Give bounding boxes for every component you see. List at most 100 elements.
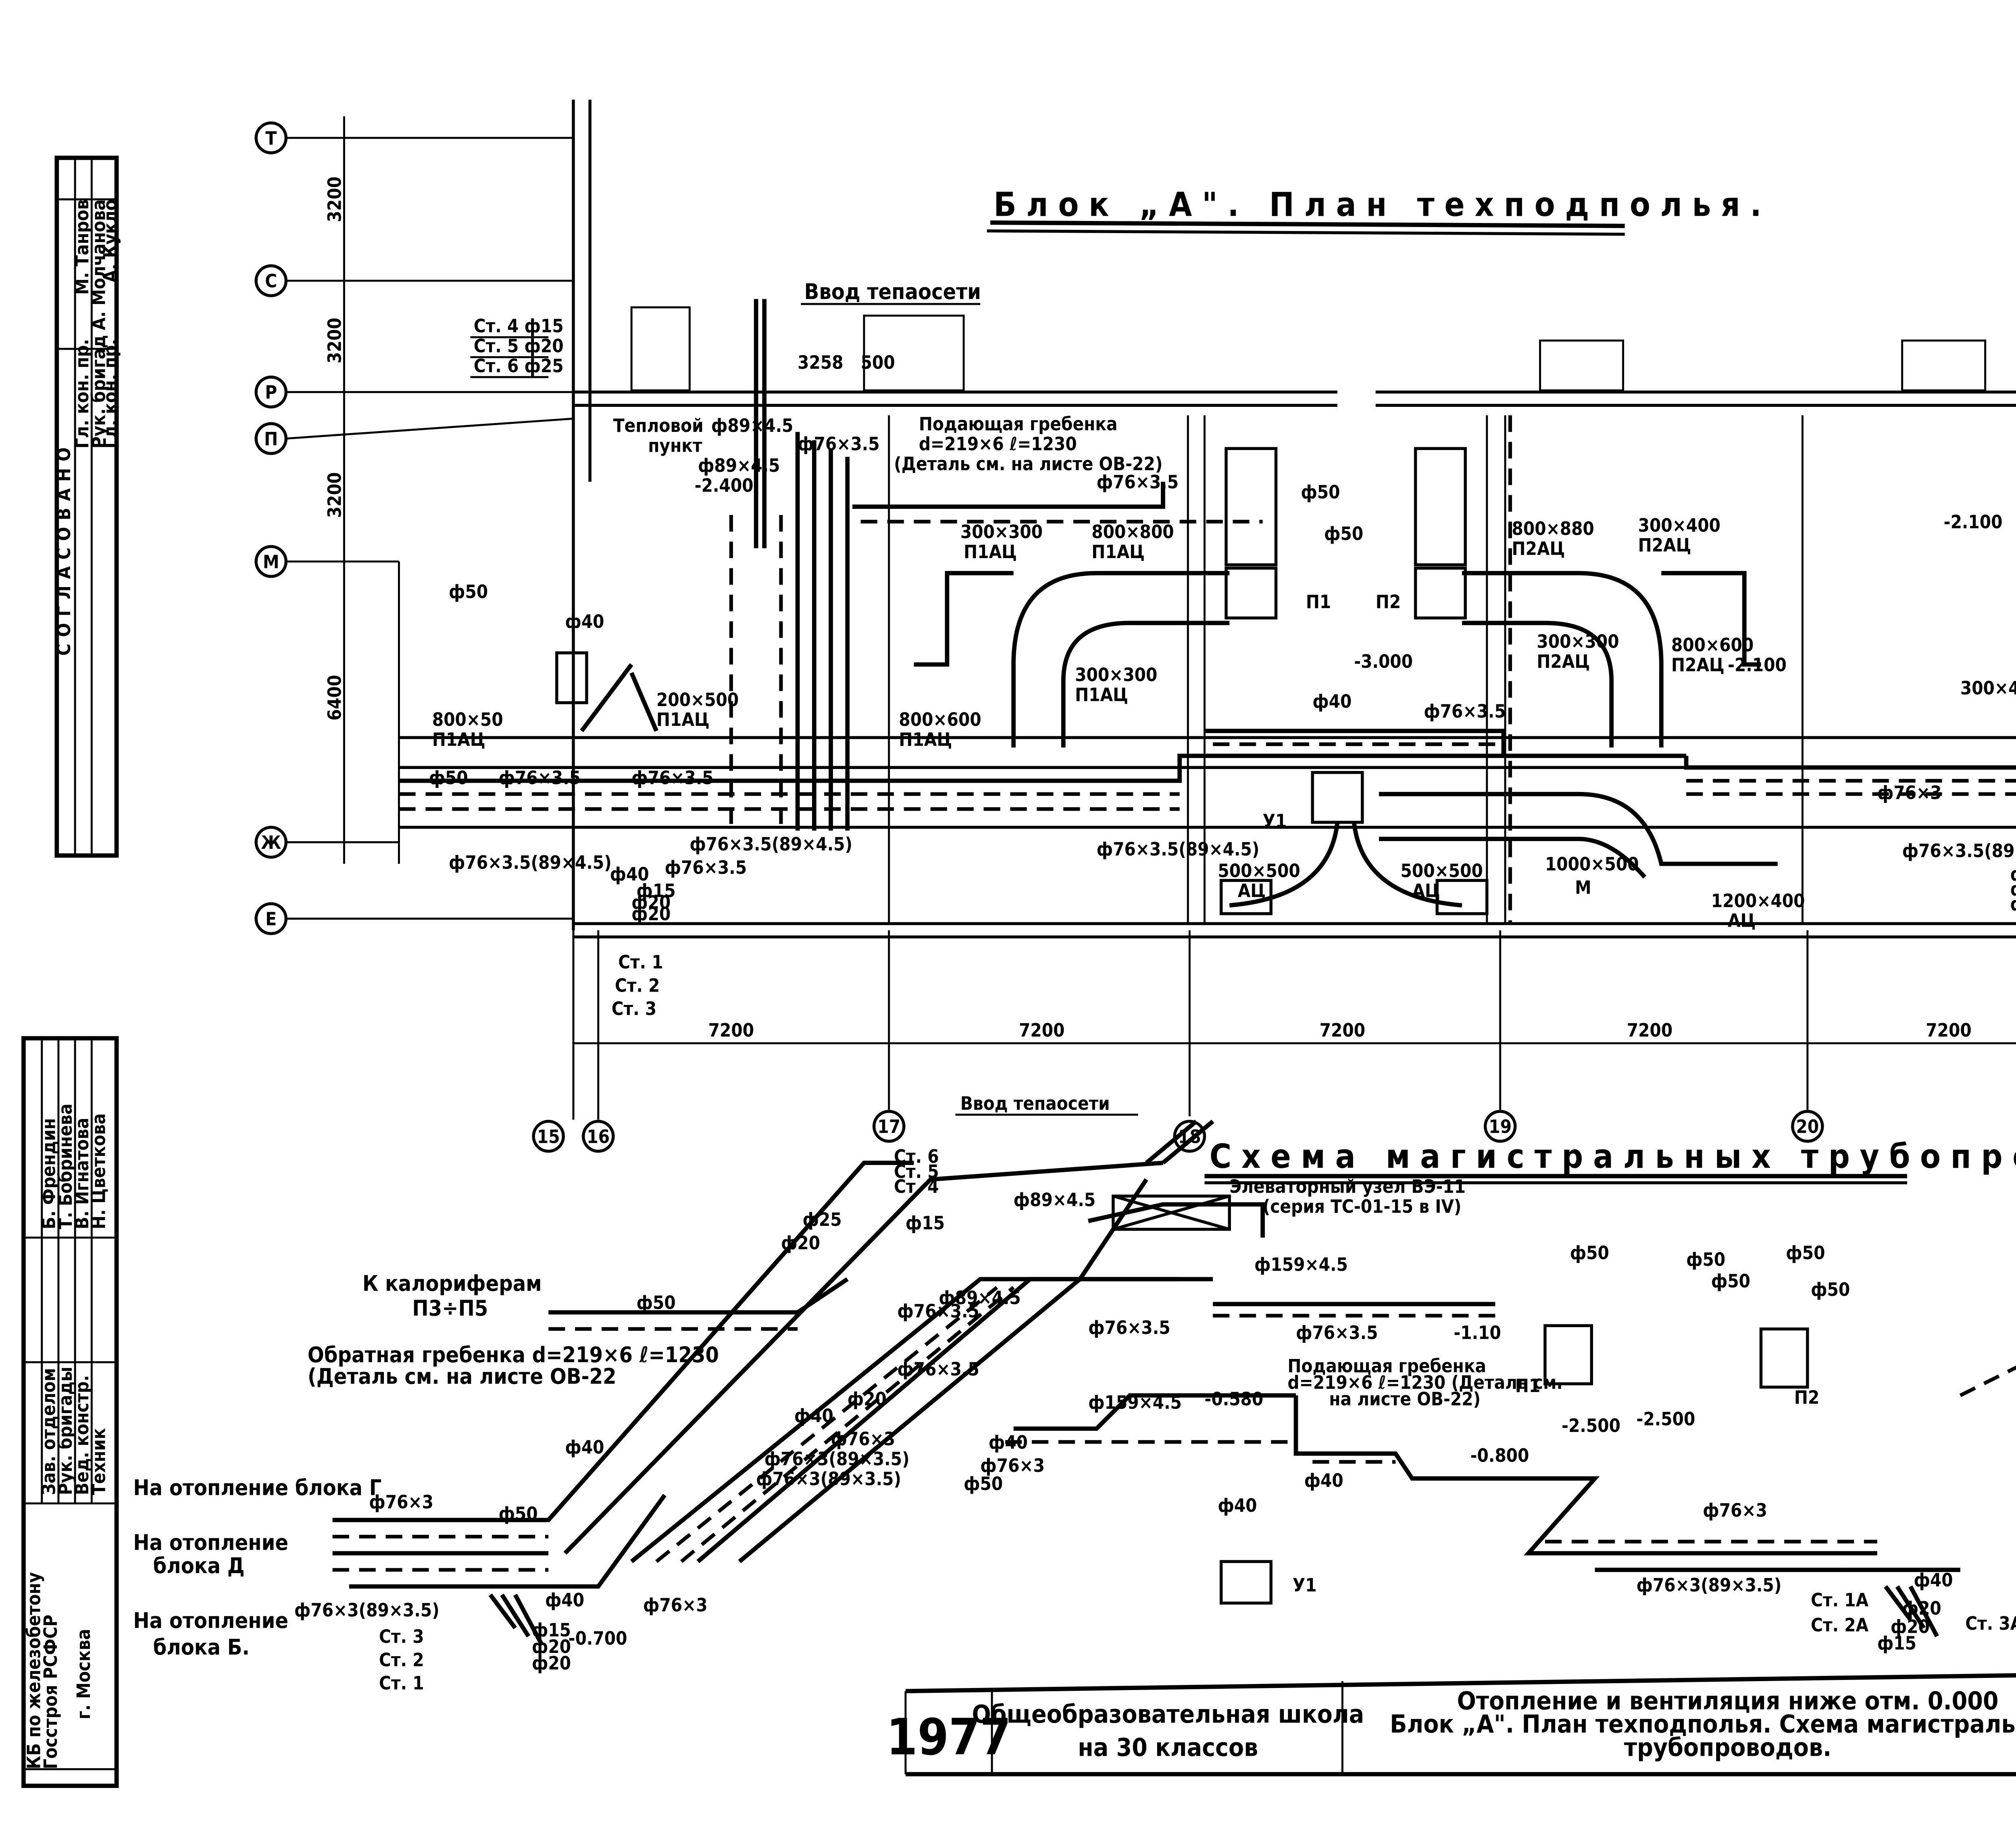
plan-d76-l1: ф76×3.5 bbox=[499, 767, 581, 788]
title-sheet-title-1: Отопление и вентиляция ниже отм. 0.000 bbox=[1457, 1686, 1999, 1715]
plan-labels: Ввод тепаосети Ст. 4 ф15 Ст. 5 ф20 Ст. 6… bbox=[429, 279, 2016, 1020]
scheme-d40-bot: ф40 bbox=[1914, 1569, 1953, 1591]
col-dim-1: 7200 bbox=[708, 1020, 754, 1041]
plan-d76-mid: ф76×3.5 bbox=[1424, 701, 1506, 722]
scheme-d50-e: ф50 bbox=[964, 1473, 1003, 1494]
plan-d20-bl2: ф20 bbox=[631, 903, 671, 925]
plan-d50-left: ф50 bbox=[449, 581, 488, 602]
scheme-d50-p2a: ф50 bbox=[1686, 1249, 1725, 1270]
scheme-d76-35-a: ф76×3.5 bbox=[897, 1300, 979, 1322]
scheme-lvl-0580: -0.580 bbox=[1204, 1388, 1263, 1410]
scheme-to-d-2: блока Д bbox=[153, 1553, 245, 1578]
plan-duct-500x500-a2: АЦ bbox=[1238, 880, 1266, 902]
scheme-d20: ф20 bbox=[781, 1232, 820, 1254]
plan-duct-1000x500: 1000×500 bbox=[1545, 854, 1639, 875]
stamp-agreed-row-1: Гл. кон. пр. М. Танров bbox=[71, 199, 93, 448]
plan-duct-300x300-p2-2: П2АЦ bbox=[1537, 651, 1590, 672]
plan-grebenka-1: Подающая гребенка bbox=[919, 413, 1118, 435]
svg-text:19: 19 bbox=[1489, 1116, 1512, 1138]
plan-duct-800x600-p2: 800×600 bbox=[1671, 634, 1754, 656]
scheme-d159-a: ф159×4.5 bbox=[1254, 1254, 1348, 1275]
axis-col-20: 20 bbox=[1791, 1110, 1824, 1143]
scheme-d40-c: ф40 bbox=[794, 1405, 833, 1426]
title-sheet-title-3: трубопроводов. bbox=[1624, 1733, 1831, 1762]
scheme-elevator-1: Элеваторный узел ВЭ-11 bbox=[1229, 1176, 1466, 1197]
plan-lvl-2100a: -2.100 bbox=[1944, 511, 2003, 533]
plan-dim-500: 500 bbox=[861, 352, 895, 373]
plan-duct-300x300-p2: 300×300 bbox=[1537, 631, 1619, 652]
stamp-name: А. Кукло bbox=[100, 199, 121, 283]
stamp-org-2: Госстроя РСФСР bbox=[40, 1615, 61, 1769]
plan-ducts bbox=[555, 447, 1778, 915]
scheme-d40-y1a: ф40 bbox=[1218, 1495, 1257, 1516]
stamp-staff-row-4: Техник Н. Цветкова bbox=[88, 1113, 109, 1495]
plan-d76-3-r: ф76×3 bbox=[1877, 782, 1942, 804]
col-dim-4: 7200 bbox=[1627, 1020, 1672, 1041]
plan-duct-300x300-b2: П1АЦ bbox=[1075, 684, 1128, 705]
plan-d15-br: ф15 bbox=[2010, 894, 2016, 915]
plan-st6: Ст. 6 ф25 bbox=[474, 355, 564, 377]
axis-row-e: Е bbox=[254, 902, 288, 935]
plan-lvl-2400: -2.400 bbox=[695, 475, 754, 496]
axis-row-zh: Ж bbox=[254, 825, 288, 859]
axis-row-p: П bbox=[254, 422, 288, 455]
plan-duct-800x800-2: П1АЦ bbox=[1091, 541, 1145, 563]
scheme-d40-bl: ф40 bbox=[545, 1590, 584, 1611]
plan-duct-800x600-p2-2: П2АЦ bbox=[1671, 654, 1724, 675]
plan-st4: Ст. 4 ф15 bbox=[474, 315, 564, 337]
scheme-st4: Ст. 4 bbox=[894, 1176, 939, 1197]
plan-grebenka-3: (Деталь см. на листе ОВ-22) bbox=[894, 453, 1162, 475]
scheme-d76-35-c: ф76×3.5 bbox=[897, 1359, 979, 1380]
plan-d76-89-cc: ф76×3.5(89×4.5) bbox=[1097, 839, 1260, 860]
plan-d76-low: ф76×3.5 bbox=[665, 857, 747, 878]
stamp-role: Вед. констр. bbox=[71, 1375, 93, 1495]
svg-text:П: П bbox=[264, 428, 278, 450]
plan-duct-500x500-b: 500×500 bbox=[1401, 860, 1483, 882]
axis-row-t: Т bbox=[254, 121, 288, 154]
plan-duct-300x300-b: 300×300 bbox=[1075, 664, 1157, 686]
plan-d20-br: ф20 bbox=[2010, 863, 2016, 885]
scheme-d76-35-d: ф76×3.5 bbox=[1296, 1322, 1378, 1343]
stamp-role: Рук. бригад bbox=[88, 335, 109, 449]
scheme-lvl-0800: -0.800 bbox=[1470, 1445, 1529, 1466]
title-year: 1977 bbox=[886, 1708, 1011, 1766]
scheme-elevator-2: (серия ТС-01-15 в IV) bbox=[1263, 1196, 1462, 1217]
col-dim-2: 7200 bbox=[1019, 1020, 1064, 1041]
plan-d50-lower: ф50 bbox=[429, 767, 468, 788]
plan-duct-800x50-2: П1АЦ bbox=[432, 729, 485, 750]
scheme-d50-p2d: ф50 bbox=[1811, 1279, 1850, 1300]
scheme-title: Схема магистральных трубопроводов. bbox=[1210, 1138, 2016, 1176]
scheme-d15: ф15 bbox=[906, 1212, 945, 1234]
axis-row-m: М bbox=[254, 545, 288, 578]
left-stamp bbox=[21, 156, 119, 1788]
axis-col-17: 17 bbox=[872, 1110, 906, 1143]
row-dim-3: 3200 bbox=[324, 472, 345, 518]
scheme-st2: Ст. 2 bbox=[379, 1649, 424, 1671]
scheme-d76-35-b: ф76×3.5 bbox=[1088, 1317, 1170, 1338]
svg-text:20: 20 bbox=[1796, 1116, 1819, 1138]
plan-d76-89-c: ф76×3.5(89×4.5) bbox=[689, 834, 852, 855]
axis-col-15: 15 bbox=[532, 1119, 565, 1153]
stamp-name: Н. Цветкова bbox=[88, 1113, 109, 1230]
svg-text:Ж: Ж bbox=[261, 832, 281, 853]
scheme-st1: Ст. 1 bbox=[379, 1673, 424, 1694]
plan-d76-a: ф76×3.5 bbox=[798, 433, 879, 454]
axis-col-16: 16 bbox=[582, 1119, 615, 1153]
stamp-staff-row-2: Рук. бригады Т. Бобринева bbox=[55, 1104, 76, 1495]
stamp-city: г. Москва bbox=[73, 1629, 94, 1719]
plan-d15-bl: ф15 bbox=[637, 880, 676, 902]
plan-y1: У1 bbox=[1263, 811, 1287, 832]
scheme-st5: Ст. 5 bbox=[894, 1161, 939, 1182]
stamp-agreed-row-2: Рук. бригад А. Молчанова bbox=[88, 199, 109, 448]
scheme-labels: Ввод тепаосети Ст. 6 Ст. 5 Ст. 4 ф25 ф20… bbox=[133, 1093, 2016, 1694]
row-axes-left: Т С Р П М Ж Е bbox=[254, 116, 574, 935]
scheme-d76-3-89-b: ф76×3(89×3.5) bbox=[756, 1468, 901, 1490]
stamp-name: Т. Бобринева bbox=[55, 1104, 76, 1230]
stamp-agreed-title: СОГЛАСОВАНО bbox=[53, 441, 75, 656]
row-dim-1: 3200 bbox=[324, 177, 345, 222]
svg-text:М: М bbox=[263, 551, 279, 573]
stamp-name: Б. Френдин bbox=[38, 1118, 60, 1230]
plan-st3: Ст. 3 bbox=[612, 998, 657, 1019]
plan-vvod-label: Ввод тепаосети bbox=[804, 279, 981, 304]
scheme-d20-r2: ф20 bbox=[1891, 1616, 1930, 1638]
